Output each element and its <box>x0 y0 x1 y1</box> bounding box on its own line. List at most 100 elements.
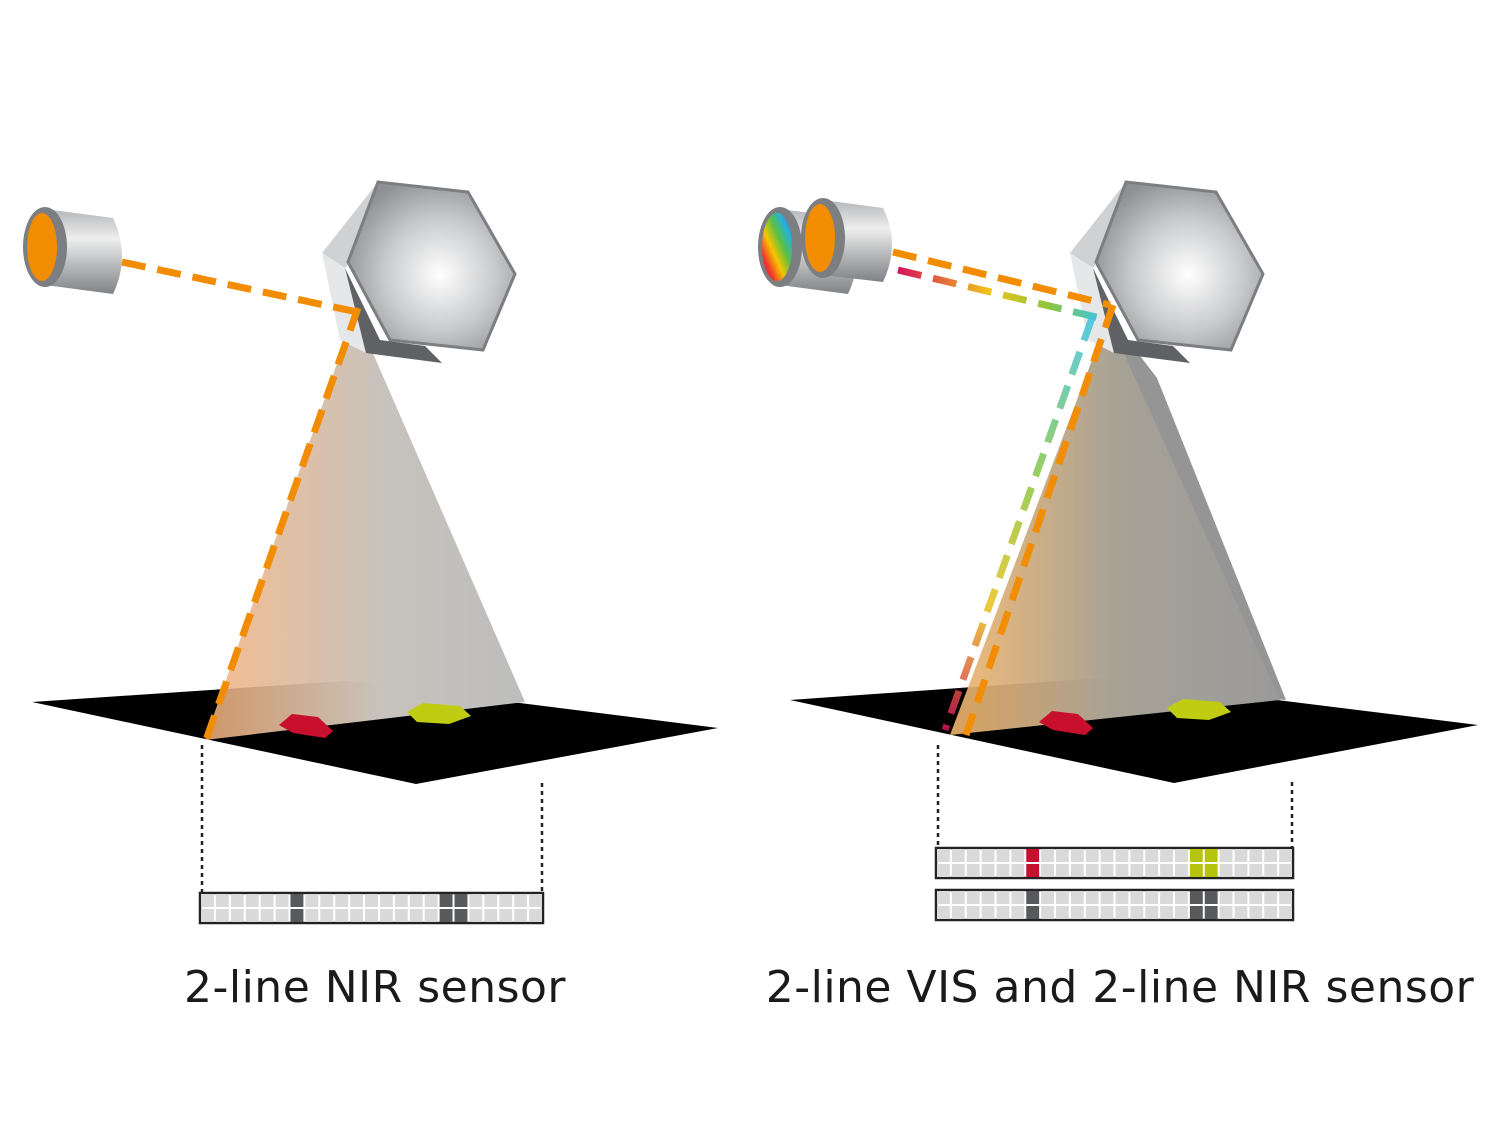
detector-cell-icon <box>1175 891 1188 904</box>
detector-cell-icon <box>1219 849 1233 862</box>
detector-cell-icon <box>335 909 349 922</box>
detector-cell-icon <box>230 909 244 922</box>
detector-cell-icon <box>996 906 1010 919</box>
detector-cell-icon <box>1056 906 1069 919</box>
left-diagram <box>23 180 718 925</box>
detector-cell-icon <box>1145 864 1159 877</box>
sensor-row-vis <box>934 846 1295 880</box>
detector-cell-icon <box>275 894 289 907</box>
detector-cell-icon <box>260 894 274 907</box>
detector-cell-icon <box>951 864 965 877</box>
detector-cell-icon <box>1041 891 1055 904</box>
detector-cell-icon <box>1115 864 1129 877</box>
detector-cell-icon <box>1219 864 1233 877</box>
detector-cell-icon <box>529 894 542 907</box>
detector-cell-icon <box>454 909 468 922</box>
detector-cell-icon <box>1026 849 1040 862</box>
detector-cell-icon <box>275 909 289 922</box>
detector-cell-icon <box>1041 864 1055 877</box>
detector-cell-icon <box>1100 849 1114 862</box>
conveyor-belt <box>32 681 718 784</box>
detector-cell-icon <box>1189 864 1203 877</box>
caption-right: 2-line VIS and 2-line NIR sensor <box>765 962 1475 1013</box>
detector-cell-icon <box>1100 906 1114 919</box>
detector-cell-icon <box>290 894 304 907</box>
laser-beam-incoming <box>892 248 1111 309</box>
caption-left: 2-line NIR sensor <box>183 962 567 1013</box>
detector-cell-icon <box>1264 849 1278 862</box>
scan-field <box>950 318 1280 735</box>
detector-cell-icon <box>966 906 980 919</box>
detector-cell-icon <box>245 894 259 907</box>
detector-cell-icon <box>996 849 1010 862</box>
detector-cell-icon <box>1234 891 1248 904</box>
detector-cell-icon <box>201 909 214 922</box>
detector-cell-icon <box>365 894 378 907</box>
detector-cell-icon <box>394 894 408 907</box>
detector-cell-icon <box>1026 864 1040 877</box>
detector-cell-icon <box>1100 891 1114 904</box>
detector-cell-icon <box>379 894 393 907</box>
scan-field-nir <box>1111 318 1286 700</box>
detector-cell-icon <box>230 894 244 907</box>
detector-cell-icon <box>305 894 319 907</box>
detector-cell-icon <box>1041 906 1055 919</box>
detector-cell-icon <box>1160 906 1174 919</box>
detector-cell-icon <box>1085 891 1099 904</box>
detector-cell-icon <box>1085 906 1099 919</box>
detector-cell-icon <box>1249 864 1263 877</box>
right-diagram <box>758 180 1478 922</box>
scan-field <box>205 312 525 740</box>
polygon-mirror-icon <box>322 180 517 363</box>
detector-cell-icon <box>379 909 393 922</box>
detector-cell-icon <box>215 909 229 922</box>
detector-cell-icon <box>1204 906 1218 919</box>
detector-cell-icon <box>1189 849 1203 862</box>
detector-cell-icon <box>1219 906 1233 919</box>
detector-cell-icon <box>1026 906 1040 919</box>
detector-cell-icon <box>409 894 423 907</box>
detector-cell-icon <box>981 906 995 919</box>
vis-beam-reflected <box>941 316 1096 732</box>
object-red <box>279 714 333 738</box>
detector-cell-icon <box>1189 906 1203 919</box>
detector-cell-icon <box>499 909 513 922</box>
detector-cell-icon <box>1145 891 1159 904</box>
detector-cell-icon <box>1070 849 1084 862</box>
detector-cell-icon <box>1279 864 1293 877</box>
laser-beam-reflected <box>962 303 1117 737</box>
detector-cell-icon <box>1175 864 1188 877</box>
detector-cell-icon <box>514 894 528 907</box>
detector-cell-icon <box>981 864 995 877</box>
detector-cell-icon <box>981 849 995 862</box>
detector-cell-icon <box>484 894 498 907</box>
detector-cell-icon <box>937 891 950 904</box>
laser-beam-incoming <box>121 258 363 317</box>
detector-cell-icon <box>996 864 1010 877</box>
laser-emitter-icon <box>23 207 122 294</box>
detector-cell-icon <box>529 909 542 922</box>
detector-cell-icon <box>1011 906 1025 919</box>
detector-cell-icon <box>1189 891 1203 904</box>
detector-cell-icon <box>1264 864 1278 877</box>
detector-cell-icon <box>1249 906 1263 919</box>
detector-cell-icon <box>1234 849 1248 862</box>
detector-cell-icon <box>1279 891 1293 904</box>
detector-cell-icon <box>320 909 334 922</box>
detector-cell-icon <box>937 864 950 877</box>
detector-cell-icon <box>424 909 438 922</box>
detector-cell-icon <box>1175 906 1188 919</box>
detector-cell-icon <box>439 909 453 922</box>
detector-cell-icon <box>469 894 483 907</box>
detector-cell-icon <box>951 906 965 919</box>
detector-cell-icon <box>409 909 423 922</box>
detector-cell-icon <box>1160 849 1174 862</box>
detector-cell-icon <box>454 894 468 907</box>
detector-cell-icon <box>1115 849 1129 862</box>
object-yellow <box>1167 699 1231 720</box>
detector-cell-icon <box>260 909 274 922</box>
detector-cell-icon <box>1204 891 1218 904</box>
detector-cell-icon <box>1070 864 1084 877</box>
detector-cell-icon <box>1219 891 1233 904</box>
